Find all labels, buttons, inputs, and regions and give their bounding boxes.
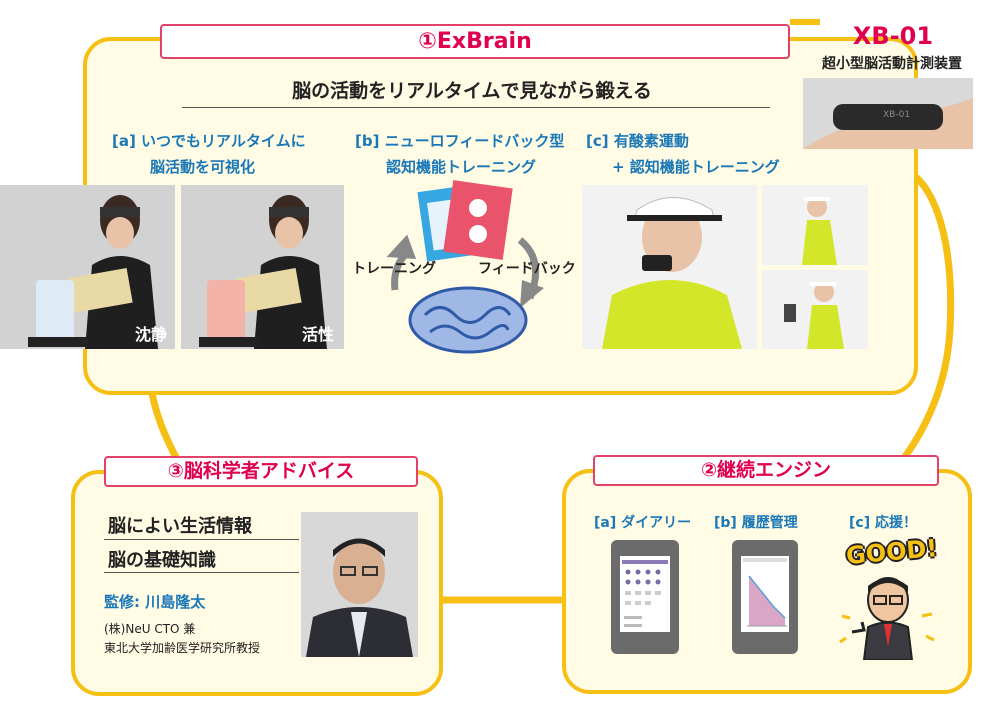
woman-with-phone-image [762, 270, 868, 349]
calm-tag: 沈静 [134, 325, 167, 344]
exbrain-headline: 脳の活動をリアルタイムで見ながら鍛える [292, 80, 652, 102]
history-phone [732, 540, 798, 654]
headline-underline [182, 107, 770, 108]
advice-tab: ③脳科学者アドバイス [104, 456, 418, 487]
advice-line2: 脳の基礎知識 [108, 550, 216, 571]
photo-aerobic-phone [762, 270, 868, 349]
a-title-line1: [a] いつでもリアルタイムに [112, 132, 306, 150]
neurofeedback-cycle [386, 180, 544, 354]
device-photo: XB-01 [803, 78, 973, 149]
brain-icon [408, 286, 528, 354]
woman-running-image [762, 185, 868, 265]
device-brand-mark: XB-01 [883, 110, 911, 120]
device-name: 超小型脳活動計測装置 [822, 56, 962, 72]
advice-line1-rule [104, 539, 299, 540]
history-screen [741, 556, 789, 632]
active-tag: 活性 [301, 325, 334, 344]
woman-in-visor-image [582, 185, 757, 349]
diary-label: [a] ダイアリー [594, 515, 692, 531]
photo-active: 活性 [181, 185, 344, 349]
advice-affiliation2: 東北大学加齢医学研究所教授 [104, 641, 261, 655]
professor-photo [301, 512, 418, 657]
a-title-line2: 脳活動を可視化 [150, 158, 256, 176]
advice-supervisor: 監修: 川島隆太 [104, 593, 206, 611]
woman-reading-image [181, 185, 344, 349]
photo-aerobic-running [762, 185, 868, 265]
cheering-man-illustration [839, 577, 935, 660]
cycle-label-feedback: フィードバック [478, 261, 576, 277]
continue-tab: ②継続エンジン [593, 455, 939, 486]
advice-line2-rule [104, 572, 299, 573]
app-screens-icon [417, 180, 513, 262]
advice-affiliation1: (株)NeU CTO 兼 [104, 622, 196, 636]
b-title-line1: [b] ニューロフィードバック型 [355, 132, 565, 150]
calendar-icon [622, 560, 668, 627]
photo-calm: 沈静 [0, 185, 175, 349]
cheer-label: [c] 応援！ [849, 515, 917, 531]
woman-reading-image [0, 185, 175, 349]
b-title-line2: 認知機能トレーニング [386, 158, 537, 176]
diary-phone [611, 540, 679, 654]
history-chart-icon [743, 558, 787, 627]
professor-portrait-image [301, 512, 418, 657]
cycle-label-training: トレーニング [352, 261, 436, 277]
exbrain-tab: ①ExBrain [160, 24, 790, 59]
history-label: [b] 履歴管理 [714, 515, 798, 531]
device-in-hand-image [803, 78, 973, 149]
c-title-line1: [c] 有酸素運動 [586, 132, 689, 150]
c-title-line2: + 認知機能トレーニング [612, 158, 780, 176]
device-code: XB-01 [852, 22, 934, 50]
photo-aerobic-main [582, 185, 757, 349]
diary-screen [620, 556, 670, 632]
advice-line1: 脳によい生活情報 [108, 516, 252, 537]
